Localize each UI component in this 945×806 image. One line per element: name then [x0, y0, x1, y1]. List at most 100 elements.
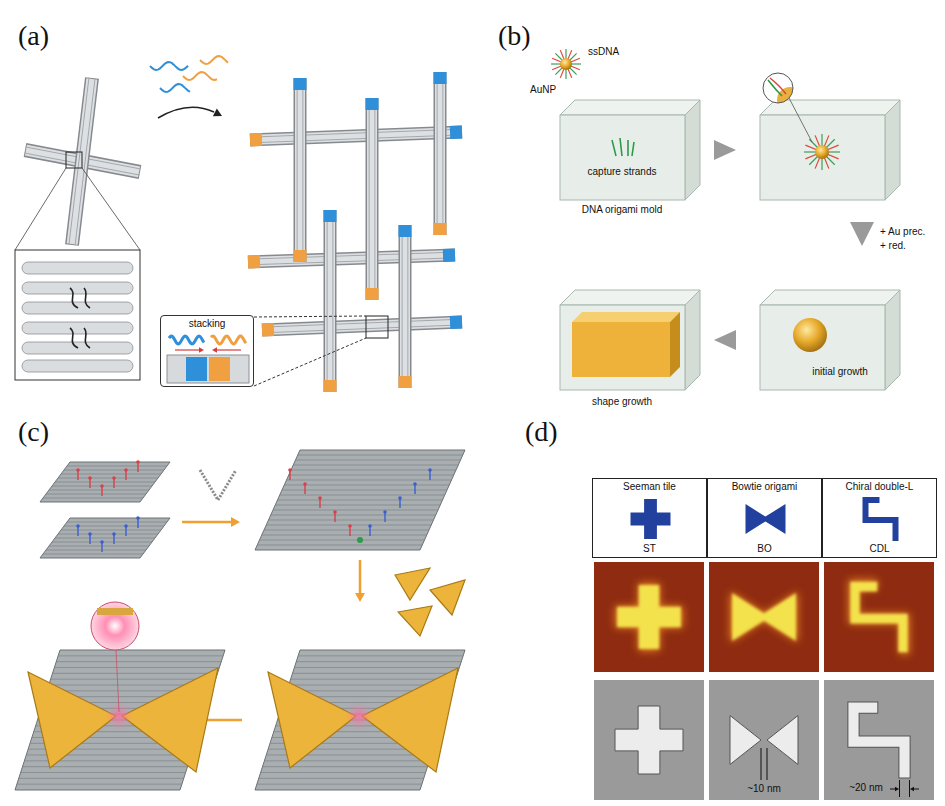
helix-line [369, 98, 370, 300]
bundle-body [399, 225, 412, 388]
pin-head [76, 524, 80, 528]
box-heading: Bowtie origami [732, 481, 798, 493]
helix-line [55, 538, 155, 539]
helix-line [332, 210, 333, 392]
panel-label: (b) [498, 20, 531, 52]
plasmon-glow [352, 709, 366, 723]
gold-bar-side [670, 312, 680, 377]
helix-line [67, 522, 167, 523]
helix-line [282, 490, 447, 491]
crossover-strand [84, 328, 90, 348]
helix-line [51, 679, 216, 680]
pin-head [348, 524, 352, 528]
pin-head [100, 484, 104, 488]
mold-front [560, 305, 685, 390]
helix-line [58, 478, 158, 479]
mold-side [685, 290, 700, 390]
helix-line [49, 546, 149, 547]
arrow-head [895, 787, 899, 791]
panel-c-illustration [15, 450, 465, 790]
helix-line [296, 460, 461, 461]
helix-line [43, 554, 143, 555]
arrow-head [910, 787, 914, 791]
dna-bundle [402, 225, 408, 388]
blue-helix [169, 336, 204, 344]
ssdna-strand [150, 62, 188, 70]
helix-line [260, 540, 425, 541]
dna-bundle [369, 98, 375, 300]
helix-line [55, 482, 155, 483]
zoom-line [789, 98, 812, 142]
arrow-head [355, 593, 365, 602]
structure-shape [730, 716, 798, 765]
structure-shape [854, 585, 905, 650]
helix-line [262, 535, 427, 536]
zoom-gold [777, 87, 803, 113]
helix-cylinder [22, 282, 133, 294]
bundle-end [262, 323, 274, 336]
inset-frame [15, 250, 140, 380]
helix-line [273, 510, 438, 511]
helix-line [269, 520, 434, 521]
helix-line [374, 98, 375, 300]
bundle-end [324, 210, 337, 222]
gold-nanoparticle [551, 49, 581, 79]
panel-d-illustration [594, 562, 934, 800]
capture-strand [620, 138, 622, 156]
mold-side [885, 100, 900, 200]
mold-side [685, 100, 700, 200]
gold-nanoparticle [804, 134, 840, 170]
helix-line [248, 258, 455, 265]
structure-shape [730, 592, 798, 643]
box-abbreviation: BO [757, 543, 771, 555]
mold-front [760, 305, 885, 390]
sheet-body [15, 650, 225, 790]
gold-triangle [362, 668, 458, 772]
helix-line [43, 498, 143, 499]
structure-box: Seeman tileST [592, 478, 707, 558]
panel-label: (c) [18, 416, 49, 448]
zoom-line [254, 316, 366, 317]
dimension-mark [909, 780, 910, 797]
bundle-face [435, 73, 445, 234]
helix-line [53, 673, 218, 674]
ssdna-strand [183, 72, 217, 80]
afm-image [824, 562, 934, 672]
component-label: AuNP [530, 84, 556, 96]
box-heading: Chiral double-L [846, 481, 914, 493]
shape-body [615, 706, 683, 774]
bundle-face [400, 226, 410, 387]
step-label: initial growth [812, 366, 868, 378]
structure-box: Chiral double-LCDL [822, 478, 937, 558]
bundle-end [434, 72, 447, 84]
bundle-end [399, 376, 412, 388]
arrow-head [199, 347, 204, 353]
helix-line [278, 500, 443, 501]
shape-body [866, 500, 896, 538]
origami-mold [760, 290, 900, 390]
sem-image [824, 680, 934, 800]
dimension-label: ~20 nm [847, 782, 885, 794]
gold-bar-top [572, 312, 680, 322]
bundle-stack [167, 355, 249, 383]
shape-body [732, 593, 796, 641]
dna-bundle [327, 210, 333, 392]
structure-shape [854, 708, 905, 773]
helix-cylinder [22, 322, 133, 334]
reaction-arrow [158, 107, 214, 118]
inset-box: stacking [160, 315, 254, 387]
bundle-body [294, 78, 307, 262]
panel-label: (d) [525, 416, 558, 448]
arrow-shaft [913, 789, 919, 790]
helix-line [248, 252, 455, 259]
pin-head [288, 468, 292, 472]
helix-line [289, 475, 454, 476]
dna-bundle [297, 78, 303, 262]
shape-body [730, 716, 798, 765]
sem-image [709, 680, 819, 800]
zoom-line [82, 168, 140, 250]
structure-shape [855, 587, 903, 648]
shape-body [617, 585, 681, 649]
gold-core [560, 58, 572, 70]
helix-line [298, 655, 463, 656]
